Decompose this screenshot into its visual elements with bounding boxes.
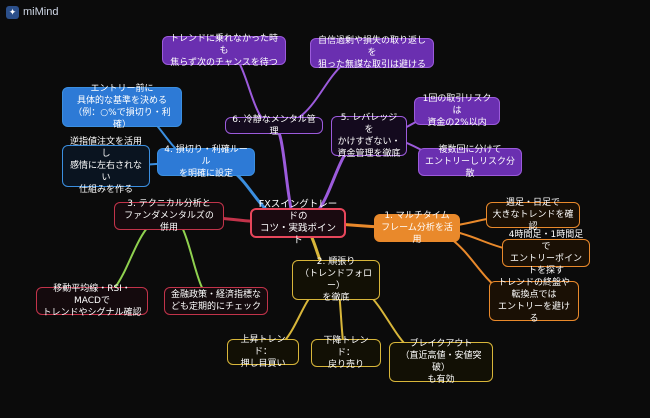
leaf-node-weekly-daily[interactable]: 週足・日足で 大きなトレンドを確認 [486,198,580,232]
branch-node-mental-control[interactable]: 6. 冷静なメンタル管理 [225,115,323,137]
leaf-node-uptrend[interactable]: 上昇トレンド： 押し目買い [227,335,299,369]
app-logo: ✦ miMind [6,5,58,19]
branch-node-multi-timeframe[interactable]: 1. マルチタイム フレーム分析を活用 [374,211,460,245]
leaf-node-indicators[interactable]: 移動平均線・RSI・MACDで トレンドやシグナル確認 [36,284,148,318]
branch-node-stop-loss-rules[interactable]: 4. 損切り・利確ルール を明確に設定 [157,145,255,179]
leaf-node-stop-order[interactable]: 逆指値注文を活用し 感情に左右されない 仕組みを作る [62,137,150,195]
leaf-node-avoid-reversal[interactable]: トレンドの終盤や 転換点では エントリーを避ける [489,278,579,324]
leaf-node-economic-data[interactable]: 金融政策・経済指標なども定期的にチェック [164,287,268,315]
leaf-node-entry-criteria[interactable]: エントリー前に 具体的な基準を決める （例：○%で損切り・利確） [62,84,182,130]
branch-node-leverage-money[interactable]: 5. レバレッジを かけすぎない・ 資金管理を徹底 [331,113,407,159]
leaf-node-breakout[interactable]: ブレイクアウト （直近高値・安値突破） も有効 [389,339,493,385]
root-node[interactable]: FXスイングトレードの コツ・実践ポイント [250,199,346,246]
branch-node-trend-follow[interactable]: 2. 順張り （トレンドフォロー） を徹底 [292,257,380,303]
leaf-node-4h-1h[interactable]: 4時間足・1時間足で エントリーポイントを探す [502,230,590,276]
leaf-node-wait-chance[interactable]: トレンドに乗れなかった時も 焦らず次のチャンスを待つ [162,34,286,68]
leaf-node-split-entry[interactable]: 複数回に分けて エントリーしリスク分散 [418,145,522,179]
app-name: miMind [23,6,59,18]
leaf-node-avoid-reckless[interactable]: 自信過剰や損失の取り返しを 狙った無謀な取引は避ける [310,36,434,70]
leaf-node-downtrend[interactable]: 下降トレンド： 戻り売り [311,336,381,370]
branch-node-technical-fundamental[interactable]: 3. テクニカル分析と ファンダメンタルズの併用 [114,199,224,233]
mimind-logo-icon: ✦ [6,5,19,19]
leaf-node-risk-2-percent[interactable]: 1回の取引リスクは 資金の2%以内 [414,94,500,128]
